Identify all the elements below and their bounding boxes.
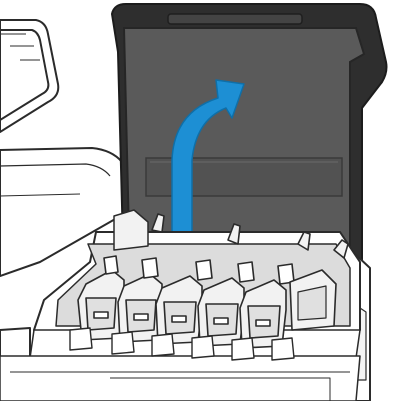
ink-lever-slot-3 [155,259,213,345]
ink-lever-slot-1 [77,255,125,341]
cover-handle-slot [167,13,303,25]
rear-lock-tabs [151,213,349,259]
ink-lever-slot-4 [197,261,255,347]
front-tabs [69,327,295,361]
ink-lever-slot-5 [239,263,295,349]
ink-tank-levers [69,213,349,361]
ink-lever-slot-2 [117,257,163,343]
